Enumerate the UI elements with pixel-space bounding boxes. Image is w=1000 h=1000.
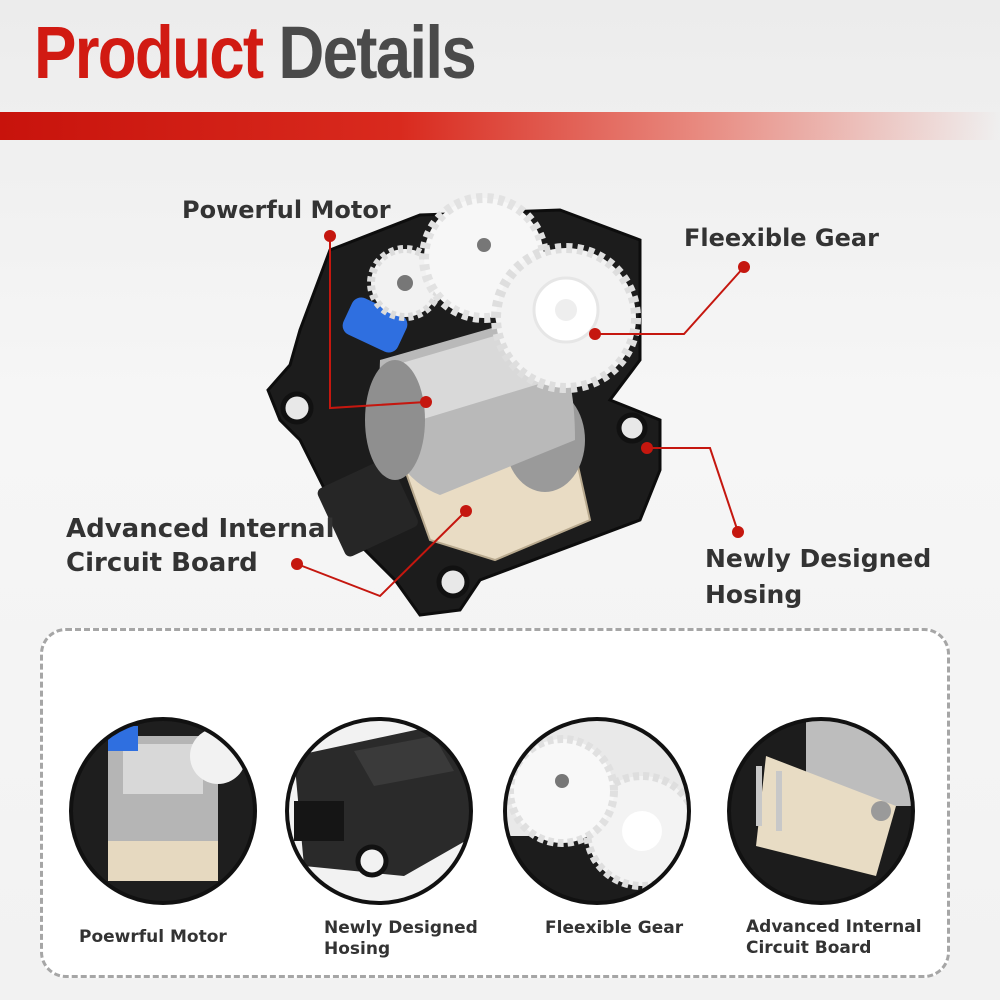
callout-gear-text: Fleexible Gear: [684, 224, 879, 252]
callout-board-line1: Advanced Internal: [66, 514, 335, 544]
thumbnail-label-motor: Poewrful Motor: [79, 927, 227, 948]
thumbnail-label-gear: Fleexible Gear: [545, 918, 683, 939]
callout-housing: Newly Designed Hosing: [705, 541, 931, 613]
thumbnail-gear: [503, 717, 691, 905]
thumbnail-label-board: Advanced Internal Circuit Board: [746, 917, 922, 959]
thumbnail-label-motor-line1: Poewrful Motor: [79, 927, 227, 947]
product-illustration: [266, 193, 750, 617]
callout-board-line2: Circuit Board: [66, 548, 258, 578]
thumbnail-label-housing-line1: Newly Designed: [324, 918, 478, 938]
callout-housing-line2: Hosing: [705, 580, 803, 609]
thumbnail-motor: [69, 717, 257, 905]
callout-motor: Powerful Motor: [182, 193, 391, 227]
connector: [317, 458, 418, 557]
thumbnail-label-board-line1: Advanced Internal: [746, 917, 922, 937]
thumbnail-label-housing: Newly Designed Hosing: [324, 918, 478, 960]
page-title: Product Details: [34, 10, 477, 95]
thumbnail-circuit-board: [727, 717, 915, 905]
title-part-dark: Details: [278, 11, 476, 94]
callout-board: Advanced Internal Circuit Board: [66, 512, 334, 580]
thumbnail-label-gear-line1: Fleexible Gear: [545, 918, 684, 938]
mount-hole: [280, 391, 314, 425]
thumbnail-housing: [285, 717, 473, 905]
header-red-bar: [0, 112, 1000, 140]
callout-gear: Fleexible Gear: [684, 221, 879, 255]
mount-hole: [616, 412, 648, 444]
callout-motor-text: Powerful Motor: [182, 196, 391, 224]
mount-hole: [436, 565, 470, 599]
thumbnail-label-housing-line2: Hosing: [324, 939, 391, 959]
motor-front: [365, 360, 425, 480]
callout-housing-line1: Newly Designed: [705, 544, 932, 573]
thumbnail-label-board-line2: Circuit Board: [746, 938, 872, 958]
title-part-red: Product: [34, 11, 264, 94]
